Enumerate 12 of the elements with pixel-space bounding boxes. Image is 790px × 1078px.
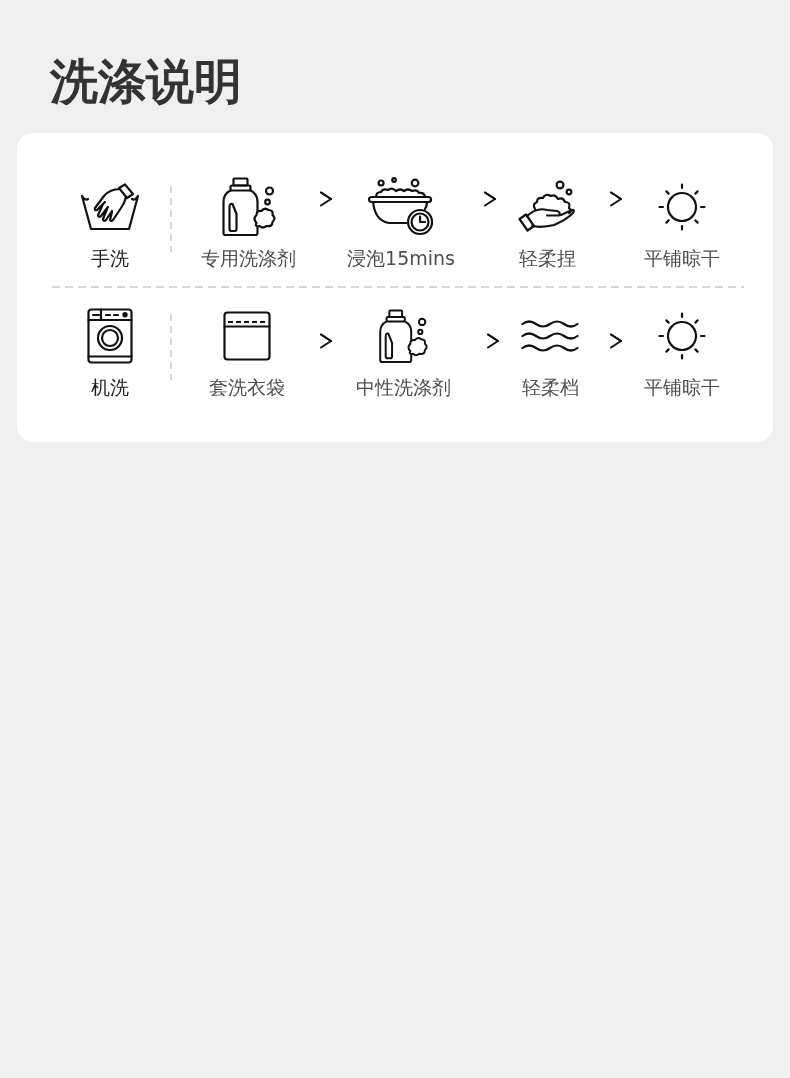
step-label: 套洗衣袋 <box>209 375 285 399</box>
page-title: 洗涤说明 <box>50 52 242 110</box>
step-label: 专用洗涤剂 <box>200 246 296 270</box>
step-label: 机洗 <box>91 375 129 399</box>
step-label: 平铺晾干 <box>644 375 720 399</box>
step-label: 浸泡15mins <box>347 246 455 270</box>
step-label: 手洗 <box>91 246 129 270</box>
step-label: 轻柔捏 <box>518 246 576 270</box>
step-label: 平铺晾干 <box>644 246 720 270</box>
card-panel <box>17 133 773 442</box>
step-label: 轻柔档 <box>521 375 579 399</box>
step-label: 中性洗涤剂 <box>355 375 451 399</box>
